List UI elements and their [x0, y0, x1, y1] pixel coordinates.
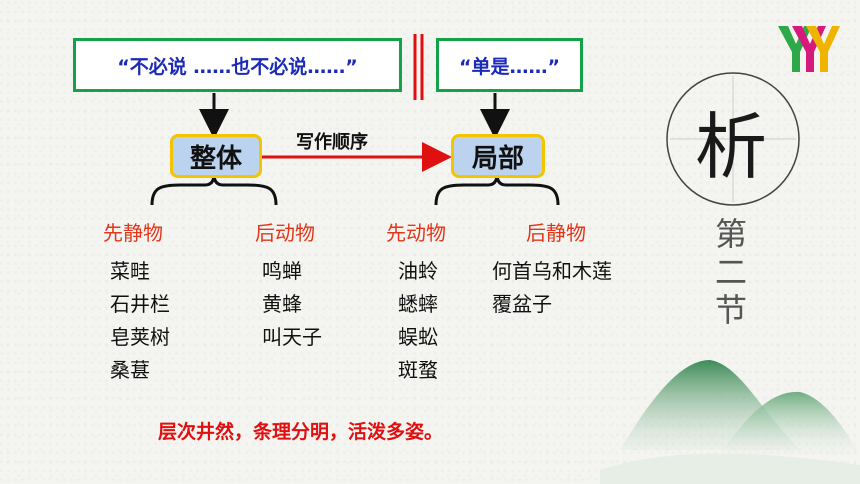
section-char: 第: [714, 215, 747, 253]
section-char: 节: [714, 291, 747, 329]
list-item: 蟋蟀: [398, 292, 438, 316]
list-item: 桑葚: [110, 358, 150, 382]
summary-text: 层次井然，条理分明，活泼多姿。: [158, 421, 444, 443]
section-char: 二: [714, 253, 747, 291]
category-label: 先静物: [103, 221, 163, 245]
double-divider: [413, 34, 424, 100]
list-item: 覆盆子: [492, 292, 552, 316]
brace-right: [434, 173, 560, 206]
list-item: 皂荚树: [110, 325, 170, 349]
list-item: 叫天子: [262, 325, 322, 349]
list-item: 斑蝥: [398, 358, 438, 382]
quote-left-text: “不必说 ……也不必说……”: [117, 55, 358, 78]
category-label: 后动物: [255, 221, 315, 245]
list-item: 菜畦: [110, 259, 150, 283]
node-part-label: 局部: [471, 143, 524, 174]
list-item: 鸣蝉: [262, 259, 302, 283]
node-whole-label: 整体: [189, 143, 242, 174]
node-whole: 整体: [170, 134, 262, 178]
quote-box-left: “不必说 ……也不必说……”: [73, 38, 402, 92]
logo-icon: [778, 26, 840, 72]
analysis-char: 析: [695, 105, 768, 189]
circle-frame: [666, 72, 800, 206]
category-label: 后静物: [526, 221, 586, 245]
quote-box-right: “单是……”: [436, 38, 583, 92]
category-label: 先动物: [386, 221, 446, 245]
brace-left: [150, 173, 278, 206]
list-item: 石井栏: [110, 292, 170, 316]
list-item: 油蛉: [398, 259, 438, 283]
list-item: 黄蜂: [262, 292, 302, 316]
list-item: 蜈蚣: [398, 325, 438, 349]
node-part: 局部: [451, 134, 545, 178]
list-item: 何首乌和木莲: [492, 259, 612, 283]
mountain-decoration: [600, 360, 860, 484]
arrow-label: 写作顺序: [296, 132, 368, 153]
quote-right-text: “单是……”: [459, 55, 560, 78]
